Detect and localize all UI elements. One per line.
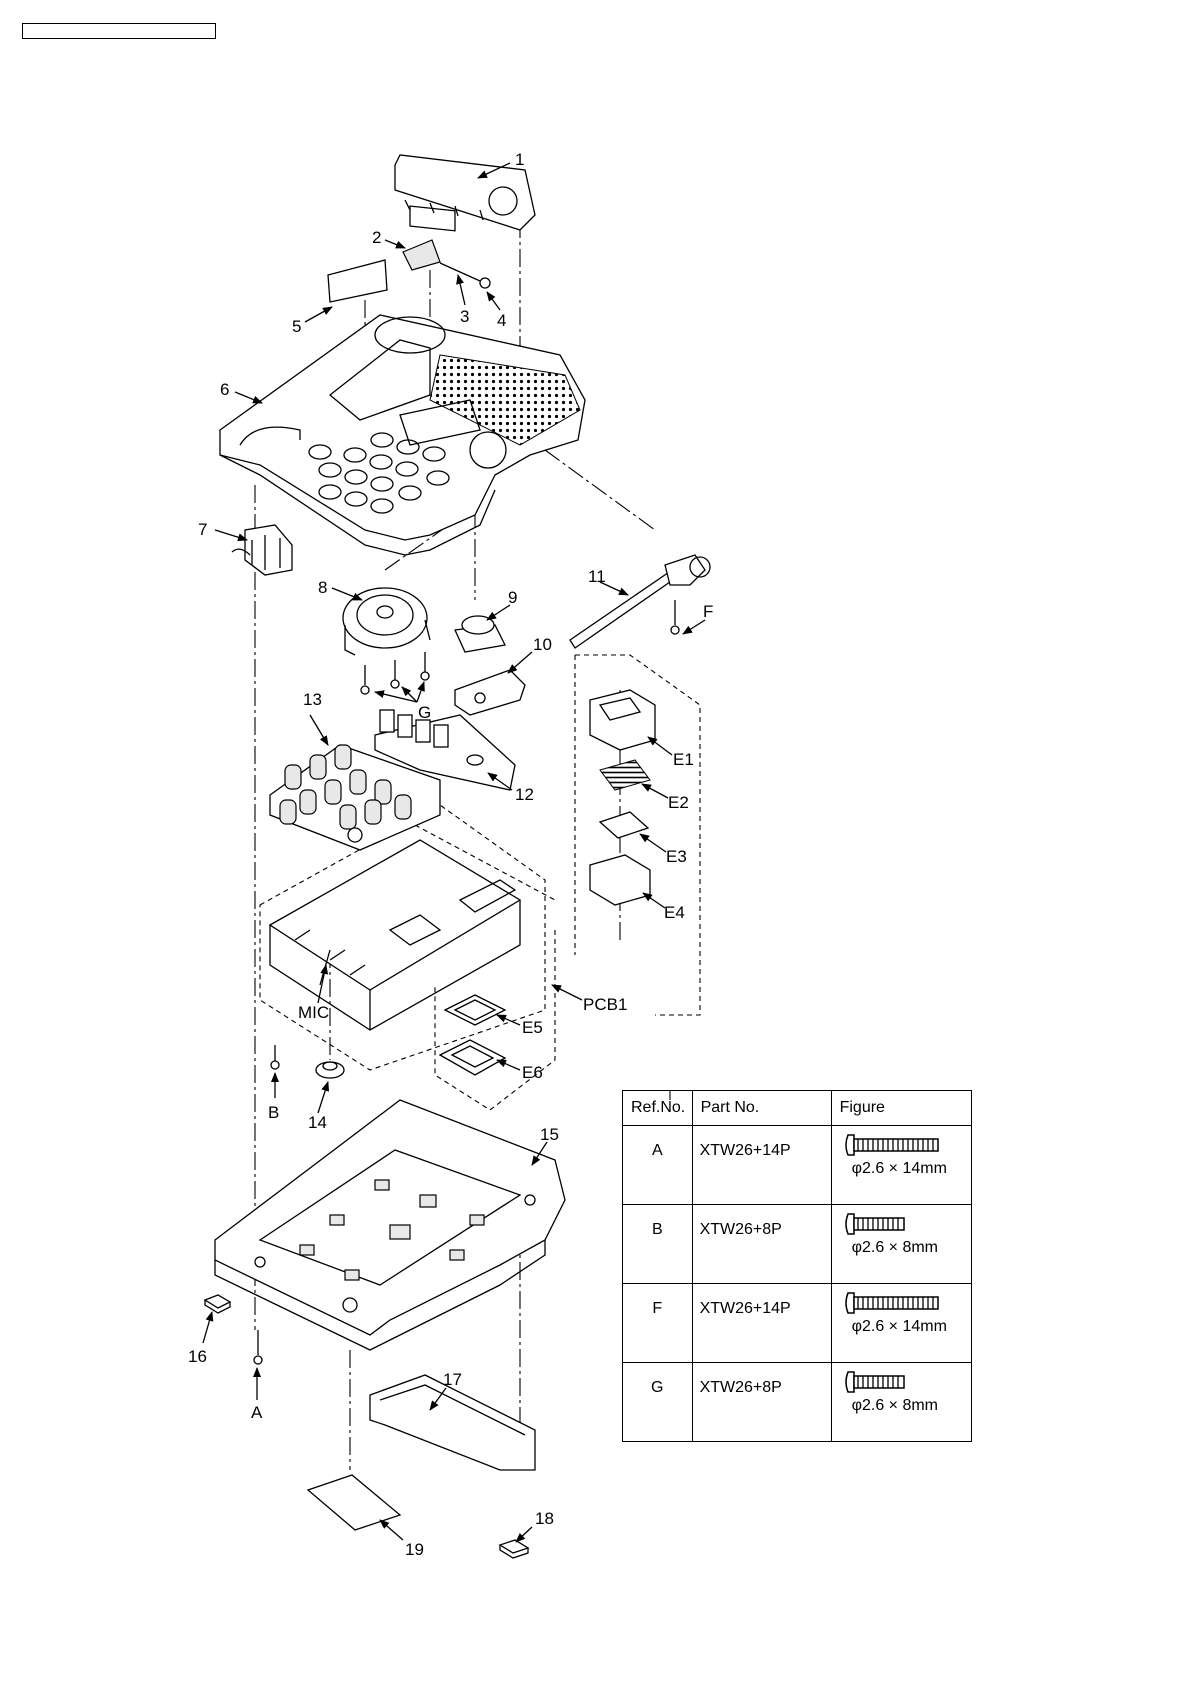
callout-e5: E5 xyxy=(522,1018,543,1037)
header-part-no: Part No. xyxy=(692,1091,831,1126)
callout-9: 9 xyxy=(508,588,517,607)
short-screw-icon xyxy=(842,1211,942,1237)
ref-cell: A xyxy=(623,1126,693,1205)
table-row: G XTW26+8P φ2.6 × 8mm xyxy=(623,1363,972,1442)
callout-16: 16 xyxy=(188,1347,207,1366)
screw-size-label: φ2.6 × 8mm xyxy=(842,1239,971,1257)
part-e2-mesh xyxy=(600,760,650,790)
callout-18: 18 xyxy=(535,1509,554,1528)
callout-e2: E2 xyxy=(668,793,689,812)
part-e6-frame xyxy=(440,1040,505,1075)
callout-7: 7 xyxy=(198,520,207,539)
callout-19: 19 xyxy=(405,1540,424,1559)
figure-cell: φ2.6 × 14mm xyxy=(831,1284,971,1363)
screw-a xyxy=(254,1330,262,1364)
figure-cell: φ2.6 × 8mm xyxy=(831,1205,971,1284)
callout-pcb1: PCB1 xyxy=(583,995,627,1014)
callout-b: B xyxy=(268,1103,279,1122)
part-15-lower-cabinet xyxy=(215,1100,565,1350)
callout-f: F xyxy=(703,602,713,621)
screws-g xyxy=(361,652,429,694)
callout-mic: MIC xyxy=(298,1003,329,1022)
callout-4: 4 xyxy=(497,311,506,330)
callout-a: A xyxy=(251,1403,263,1422)
screw-table-header-row: Ref.No. Part No. Figure xyxy=(623,1091,972,1126)
short-screw-icon xyxy=(842,1369,942,1395)
table-row: B XTW26+8P φ2.6 × 8mm xyxy=(623,1205,972,1284)
screw-size-label: φ2.6 × 14mm xyxy=(842,1160,971,1178)
screw-size-label: φ2.6 × 8mm xyxy=(842,1397,971,1415)
callout-e1: E1 xyxy=(673,750,694,769)
part-9-buzzer xyxy=(455,616,505,652)
table-row: A XTW26+14P φ2.6 × 14mm xyxy=(623,1126,972,1205)
callout-17: 17 xyxy=(443,1370,462,1389)
part-17-bottom-cover xyxy=(370,1375,535,1470)
part-cell: XTW26+14P xyxy=(692,1284,831,1363)
part-cell: XTW26+8P xyxy=(692,1205,831,1284)
callout-12: 12 xyxy=(515,785,534,804)
callout-e6: E6 xyxy=(522,1063,543,1082)
ref-cell: F xyxy=(623,1284,693,1363)
callout-15: 15 xyxy=(540,1125,559,1144)
callout-1: 1 xyxy=(515,150,524,169)
callout-13: 13 xyxy=(303,690,322,709)
part-5-sheet xyxy=(328,260,387,302)
part-18-rubber-foot xyxy=(500,1540,528,1558)
part-e5-frame xyxy=(445,995,505,1025)
callout-g: G xyxy=(418,703,431,722)
part-1-display-cover xyxy=(395,155,535,231)
part-e4-shield-cover xyxy=(590,855,650,905)
header-figure: Figure xyxy=(831,1091,971,1126)
part-16-rubber-foot xyxy=(205,1295,230,1313)
part-cell: XTW26+8P xyxy=(692,1363,831,1442)
callout-10: 10 xyxy=(533,635,552,654)
callout-3: 3 xyxy=(460,307,469,326)
part-6-upper-cabinet xyxy=(220,315,585,555)
part-4-spring xyxy=(440,263,490,288)
figure-cell: φ2.6 × 8mm xyxy=(831,1363,971,1442)
part-7-hook-switch xyxy=(232,525,292,575)
callout-5: 5 xyxy=(292,317,301,336)
callout-e4: E4 xyxy=(664,903,685,922)
part-10-bracket xyxy=(455,670,525,715)
callout-2: 2 xyxy=(372,228,381,247)
callout-8: 8 xyxy=(318,578,327,597)
ref-cell: G xyxy=(623,1363,693,1442)
part-19-sheet xyxy=(308,1475,400,1530)
table-row: F XTW26+14P φ2.6 × 14mm xyxy=(623,1284,972,1363)
part-14-mic-holder xyxy=(316,1062,344,1078)
screw-b xyxy=(271,1045,279,1069)
callout-e3: E3 xyxy=(666,847,687,866)
part-2-lever xyxy=(403,240,440,270)
long-screw-icon xyxy=(842,1290,942,1316)
part-e1-shield-case xyxy=(590,690,655,750)
screw-size-label: φ2.6 × 14mm xyxy=(842,1318,971,1336)
callout-11: 11 xyxy=(588,567,606,586)
screw-table: Ref.No. Part No. Figure A XTW26+14P φ2.6… xyxy=(622,1090,972,1442)
ref-cell: B xyxy=(623,1205,693,1284)
callout-6: 6 xyxy=(220,380,229,399)
callout-14: 14 xyxy=(308,1113,327,1132)
figure-cell: φ2.6 × 14mm xyxy=(831,1126,971,1205)
part-cell: XTW26+14P xyxy=(692,1126,831,1205)
long-screw-icon xyxy=(842,1132,942,1158)
header-ref-no: Ref.No. xyxy=(623,1091,693,1126)
